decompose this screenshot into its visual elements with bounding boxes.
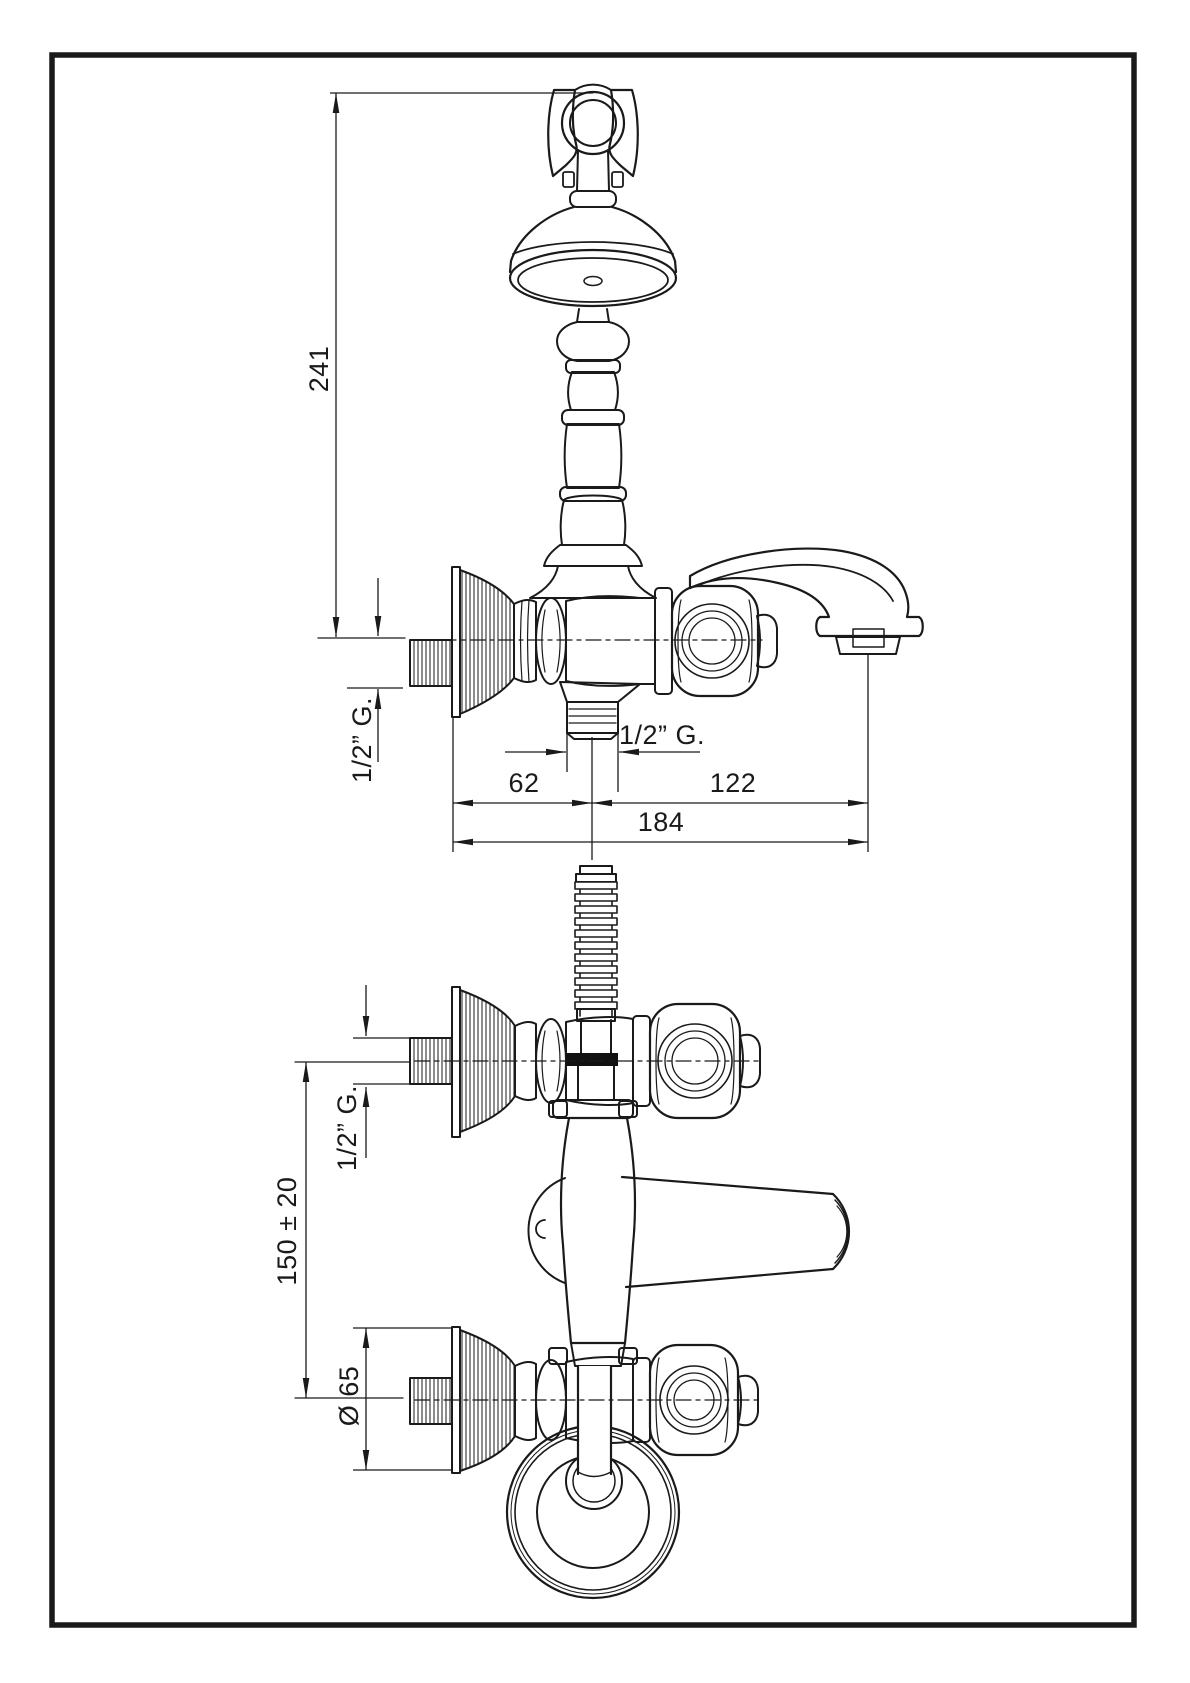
knob-finial <box>756 613 778 669</box>
spout-outlet <box>835 636 901 655</box>
dim-axis-to-spout: 122 <box>710 768 757 798</box>
head-screw <box>583 275 603 287</box>
dim-overall-height: 241 <box>304 346 334 393</box>
hose-nut-band <box>566 1053 618 1066</box>
side-view-drawing <box>317 83 924 740</box>
hand-shower-head <box>508 149 678 308</box>
hand-shower-column <box>529 308 657 599</box>
tub-spout-front <box>527 1175 851 1289</box>
shower-hose <box>574 865 618 1054</box>
supply-nipple-lower <box>409 1377 453 1425</box>
hanging-ring <box>560 90 626 156</box>
front-view-dimensions: 150 ± 20 1/2” G. Ø 65 <box>272 985 453 1471</box>
supply-nipple <box>409 639 453 687</box>
mixer-body-side <box>409 566 778 740</box>
dim-flange-diameter: Ø 65 <box>334 1366 364 1427</box>
diverter-handle <box>559 1116 637 1367</box>
handle-knob <box>670 584 760 698</box>
front-view-drawing <box>294 865 851 1600</box>
dim-wall-thread: 1/2” G. <box>347 697 377 783</box>
handle-tube <box>579 1366 610 1474</box>
dim-overall-depth: 184 <box>638 807 685 837</box>
dim-supply-thread: 1/2” G. <box>332 1085 362 1171</box>
ref-lines <box>294 1061 411 1399</box>
side-view-dimensions: 241 1/2” G. 1/2” G. 62 122 184 <box>304 92 869 860</box>
wall-hook <box>547 83 639 178</box>
spout <box>688 547 924 655</box>
dim-outlet-thread: 1/2” G. <box>619 720 705 750</box>
hand-shower-front <box>505 1364 681 1600</box>
dim-wall-to-axis: 62 <box>508 768 539 798</box>
dim-supply-centers: 150 ± 20 <box>272 1177 302 1286</box>
